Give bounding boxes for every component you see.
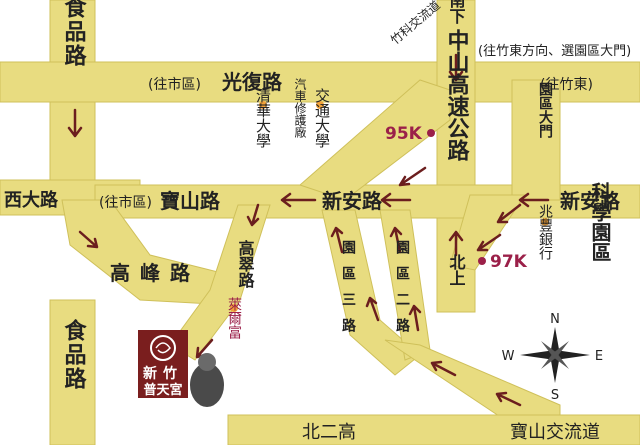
temple-logo: 新竹 普天宮 (138, 330, 224, 407)
compass-icon: N S W E (502, 312, 604, 403)
arrow-ramp-up-left-2 (476, 233, 502, 252)
direction-arrows (67, 53, 550, 407)
label-yuanqu-gate: 園區大門 (537, 82, 553, 139)
km-97: 97K (490, 252, 528, 272)
label-xinan-right: 新安路 (560, 189, 621, 213)
arrow-ic-2 (495, 391, 522, 407)
poi-science-park: 科學園區 (588, 181, 612, 262)
arrow-xinan-right-left (518, 192, 550, 208)
label-baoshan-ic: 寶山交流道 (510, 422, 600, 443)
poi-zhaofeng: 兆豐銀行 (537, 204, 553, 261)
brand-box (138, 330, 188, 398)
compass-w: W (502, 349, 515, 364)
label-baoshan-note: (往市區) (99, 194, 152, 211)
km-95: 95K (385, 124, 423, 144)
label-xinan-center: 新安路 (322, 189, 383, 213)
brand-line1: 新竹 (143, 365, 183, 382)
road-gaocui (169, 204, 271, 361)
compass-s: S (551, 388, 559, 403)
arrow-yuanqu3-lower (365, 296, 380, 322)
label-freeway: 中山高速公路 (444, 29, 470, 161)
km-dot-97 (478, 257, 486, 265)
road-shipin-bottom (49, 299, 96, 445)
poi-dot-zhaofeng (541, 218, 549, 226)
label-gaocui: 高翠路 (236, 239, 255, 289)
km-dot-95 (427, 129, 435, 137)
arrow-gaocui-down (246, 203, 260, 227)
label-zhudong: (往竹東) (540, 77, 593, 93)
poi-jiaotong: 交通大學 (313, 87, 331, 148)
label-guangfu: 光復路 (221, 70, 283, 94)
label-xida: 西大路 (4, 189, 59, 211)
km-markers: 95K 97K (385, 124, 528, 272)
compass-n: N (550, 312, 560, 327)
label-beishang: 北上 (447, 254, 466, 286)
poi-dot-laierfu (230, 304, 238, 312)
compass-needle-diag2 (541, 341, 569, 369)
label-yuanqu2: 園區二路 (394, 240, 410, 344)
label-beierga: 北二高 (302, 422, 356, 443)
poi-laierfu: 萊爾富 (226, 297, 242, 339)
label-gaofeng: 高峰路 (110, 261, 200, 285)
road-beierga (227, 414, 640, 445)
brand-swirl-icon (150, 335, 176, 361)
deity-statue-icon (190, 363, 224, 407)
arrow-freeway-ramp (398, 166, 427, 187)
arrow-gaofeng (78, 230, 99, 249)
poi-dot-tsinghua (259, 101, 267, 109)
compass-e: E (595, 349, 603, 364)
road-labels: 食品路 食品路 (往市區) 光復路 西大路 (往市區) 寶山路 新安路 新安路 … (4, 0, 631, 443)
label-nanxia: 南下 (447, 0, 466, 25)
label-zhuxiang: 竹科交流道 (387, 0, 443, 47)
label-yuanqu3: 園區三路 (340, 240, 356, 344)
poi-tsinghua: 清華大學 (254, 88, 272, 148)
brand-swirl-inner-icon (155, 342, 171, 354)
poi-dot-jiaotong (316, 101, 324, 109)
deity-head-icon (198, 353, 216, 371)
arrow-xinan-left-2 (380, 192, 412, 208)
road-yuanqu-gate (511, 79, 561, 201)
label-guangfu-note: (往市區) (148, 76, 201, 93)
arrow-ic-1 (430, 360, 457, 377)
label-baoshan: 寶山路 (160, 189, 221, 213)
arrow-xinan-left-1 (280, 192, 317, 208)
poi-car-repair: 汽車修護廠 (293, 77, 307, 139)
label-zhudong-dir: (往竹東方向、選園區大門) (478, 43, 631, 59)
arrow-beishang-up (448, 230, 464, 257)
arrow-yuanqu3-up (330, 226, 344, 254)
arrow-ramp-up-left (496, 203, 522, 224)
pois: 清華大學 交通大學 汽車修護廠 兆豐銀行 萊爾富 科學園區 (226, 77, 612, 340)
label-shipin-top: 食品路 (61, 0, 87, 68)
road-zhuxiang-ramp (299, 79, 451, 201)
arrow-yuanqu2-lower (408, 304, 422, 332)
brand-line2: 普天宮 (143, 382, 182, 398)
arrow-yuanqu2-up (389, 226, 403, 254)
arrow-nanxia-down (448, 53, 464, 82)
label-shipin-bottom: 食品路 (61, 318, 87, 391)
arrow-shipin-down (67, 108, 83, 138)
